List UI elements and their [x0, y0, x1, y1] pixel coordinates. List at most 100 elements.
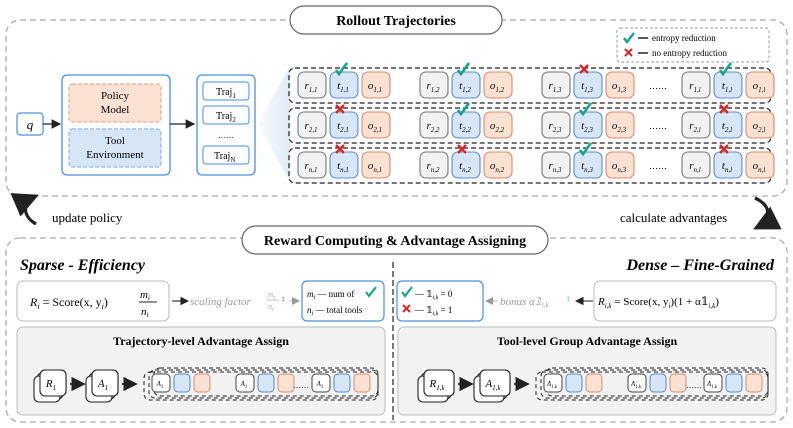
cross-icon	[719, 104, 729, 114]
policy-model-box	[68, 83, 162, 123]
right-obs-cell	[745, 373, 763, 393]
check-icon	[578, 142, 593, 157]
right-adv-cell	[703, 373, 723, 393]
cell-t-1-4	[713, 71, 743, 99]
update-policy-label: update policy	[52, 210, 123, 225]
cell-t-2-1	[329, 111, 359, 139]
right-adv-cell-label: A1,k	[546, 380, 558, 390]
row-ellipsis: ……	[649, 161, 667, 171]
tool-advantage-title: Tool-level Group Advantage Assign	[497, 334, 678, 348]
cell-r-3-3	[541, 151, 571, 179]
cell-t-2-3	[573, 111, 603, 139]
cell-o-1-4	[745, 71, 775, 99]
cross-icon	[457, 144, 467, 154]
cell-label-t-2-3: t2,3	[581, 120, 593, 134]
cell-label-r-3-2: rn,2	[426, 160, 440, 174]
dense-formula: Ri,k = Score(x, yi)(1 + α𝟙i,k)	[597, 296, 719, 310]
right-ellipsis: ……	[686, 381, 702, 390]
dense-title: Dense – Fine-Grained	[625, 257, 775, 274]
right-reward-stack	[423, 369, 455, 397]
tool-env-box	[68, 128, 162, 168]
cell-o-3-1	[361, 151, 391, 179]
cell-r-2-1	[297, 111, 327, 139]
right-tool-cell	[649, 373, 667, 393]
cell-label-r-1-2: r1,2	[426, 80, 440, 94]
cell-t-1-3	[573, 71, 603, 99]
left-advantage-stack-label: A1	[97, 378, 108, 392]
dense-formula-box	[593, 280, 777, 322]
policy-model-line2: Model	[101, 104, 130, 116]
left-obs-cell	[193, 373, 211, 393]
legend-cross-label: no entropy reduction	[652, 48, 727, 58]
scaling-factor-num: mi	[268, 290, 276, 301]
right-adv-cell-label: A1,k	[630, 380, 642, 390]
cell-t-1-1	[329, 71, 359, 99]
cell-r-1-1	[297, 71, 327, 99]
left-reward-stack	[39, 369, 67, 397]
query-label: q	[27, 117, 34, 132]
legend-check-icon	[623, 32, 635, 45]
cell-o-2-4	[745, 111, 775, 139]
cell-o-3-2	[483, 151, 513, 179]
row-ellipsis: ……	[649, 121, 667, 131]
indicator-check-icon	[401, 286, 413, 298]
check-icon	[456, 102, 471, 117]
cell-r-1-2	[419, 71, 449, 99]
trajectory-advantage-title: Trajectory-level Advantage Assign	[113, 334, 289, 348]
m-definition: mi — num of	[307, 289, 354, 301]
right-obs-cell	[669, 373, 687, 393]
sparse-formula: Ri = Score(x, yi)	[29, 295, 108, 311]
policy-model-line1: Policy	[101, 90, 130, 102]
legend: entropy reduction no entropy reduction	[616, 27, 770, 63]
cell-label-t-2-4: t2,l	[722, 120, 732, 134]
cell-r-3-4	[681, 151, 711, 179]
cell-r-1-3	[541, 71, 571, 99]
left-obs-cell	[277, 373, 295, 393]
cell-label-o-1-2: o1,2	[490, 80, 505, 94]
cell-label-r-3-4: rn,l	[689, 160, 701, 174]
cell-label-o-2-3: o2,3	[612, 120, 627, 134]
right-adv-cell-label: A1,k	[706, 380, 718, 390]
left-adv-cell	[311, 373, 331, 393]
cell-label-o-3-4: on,l	[753, 160, 766, 174]
check-icon	[718, 62, 733, 77]
cross-icon	[719, 144, 729, 154]
cell-label-o-1-3: o1,3	[612, 80, 627, 94]
cell-o-1-2	[483, 71, 513, 99]
bonus-label: bonus α𝟙i,k	[500, 296, 550, 309]
cell-label-t-1-4: t1,l	[722, 80, 732, 94]
left-adv-cell-label: A1	[316, 380, 324, 390]
cell-r-3-1	[297, 151, 327, 179]
cell-label-t-3-4: tn,l	[722, 160, 732, 174]
left-adv-cell-label: A1	[240, 380, 248, 390]
left-advantage-stack	[91, 369, 119, 397]
cell-label-r-1-3: r1,3	[548, 80, 562, 94]
left-reward-stack-label: R1	[45, 378, 56, 392]
left-adv-cell	[151, 373, 171, 393]
indicator-check-text: — 𝟙i,k = 0	[414, 289, 453, 301]
sparse-fraction-num: mi	[140, 289, 150, 302]
cross-icon	[335, 104, 345, 114]
traj-ellipsis: ……	[218, 131, 234, 140]
cell-label-t-2-1: t2,1	[337, 120, 349, 134]
left-obs-cell	[353, 373, 371, 393]
cell-label-r-1-1: r1,1	[304, 80, 317, 94]
check-icon	[456, 62, 471, 77]
scaling-factor-den: ni	[268, 302, 274, 313]
cell-label-o-3-3: on,3	[612, 160, 627, 174]
right-reward-stack-label: R1,k	[428, 378, 445, 392]
cell-label-o-2-1: o2,1	[368, 120, 382, 134]
traj-item-1: Traj1	[202, 81, 250, 101]
traj-item-n: TrajN	[202, 145, 250, 165]
cell-label-o-2-2: o2,2	[490, 120, 505, 134]
right-advantage-stack	[479, 369, 511, 397]
reward-title: Reward Computing & Advantage Assigning	[264, 234, 526, 249]
scaling-arrows-icon: ↕	[281, 294, 285, 303]
cell-o-2-3	[605, 111, 635, 139]
cell-t-1-2	[451, 71, 481, 99]
cell-t-2-2	[451, 111, 481, 139]
svg-text:Traj2: Traj2	[216, 111, 236, 124]
cell-label-o-1-4: o1,l	[753, 80, 766, 94]
cell-label-r-1-4: r1,l	[689, 80, 701, 94]
